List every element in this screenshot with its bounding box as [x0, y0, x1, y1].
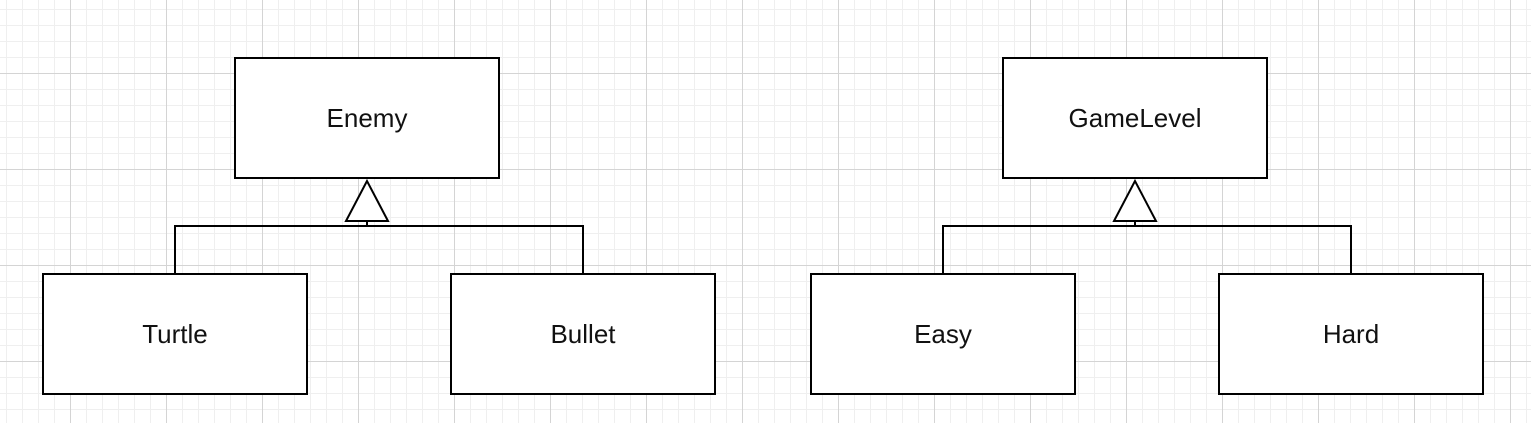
class-label-gamelevel: GameLevel: [1069, 103, 1202, 133]
class-box-bullet[interactable]: [450, 273, 716, 395]
inheritance-edge-turtle: [174, 225, 367, 273]
inheritance-arrow-icon: [1112, 178, 1158, 222]
class-box-gamelevel[interactable]: [1002, 57, 1268, 179]
inheritance-edge-hard: [1135, 225, 1352, 273]
inheritance-arrow-icon: [344, 178, 390, 222]
class-label-easy: Easy: [914, 319, 972, 349]
hierarchy-gamelevel: GameLevel Easy Hard: [810, 57, 1484, 395]
class-box-easy[interactable]: [810, 273, 1076, 395]
class-label-bullet: Bullet: [550, 319, 616, 349]
hierarchy-enemy: Enemy Turtle Bullet: [42, 57, 716, 395]
class-box-turtle[interactable]: [42, 273, 308, 395]
class-label-turtle: Turtle: [142, 319, 208, 349]
class-box-enemy[interactable]: [234, 57, 500, 179]
inheritance-edge-easy: [942, 225, 1135, 273]
class-label-enemy: Enemy: [327, 103, 408, 133]
class-label-hard: Hard: [1323, 319, 1379, 349]
inheritance-edge-bullet: [367, 225, 584, 273]
class-box-hard[interactable]: [1218, 273, 1484, 395]
